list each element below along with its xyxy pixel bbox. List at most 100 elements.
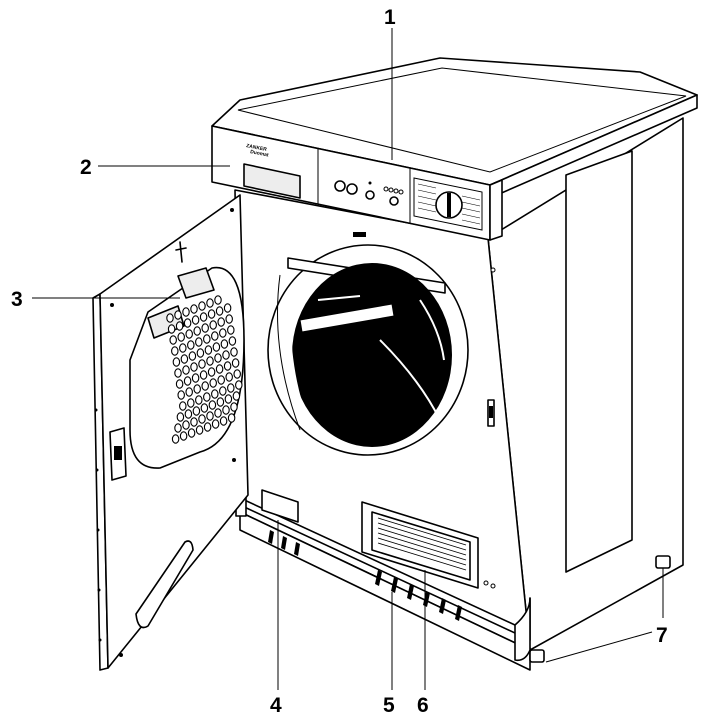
filter-hole <box>204 345 213 355</box>
filter-hole <box>187 340 195 350</box>
filter-hole <box>171 434 180 444</box>
filter-hole <box>175 379 184 389</box>
filter-hole <box>198 414 206 424</box>
filter-hole <box>231 358 240 368</box>
filter-hole <box>190 362 198 372</box>
filter-hole <box>179 343 187 353</box>
filter-hole <box>227 413 236 423</box>
callout-4: 4 <box>270 694 282 717</box>
filter-hole <box>195 425 204 435</box>
indicator-light-1 <box>368 181 372 185</box>
filter-hole <box>196 348 205 358</box>
rating-plate <box>261 489 299 523</box>
filter-hole <box>211 419 220 429</box>
filter-hole <box>208 400 217 410</box>
fluff-filter-tab-1[interactable] <box>177 267 215 299</box>
filter-hole <box>215 306 224 316</box>
filter-hole <box>176 412 185 422</box>
filter-hole <box>207 367 216 377</box>
filter-hole <box>182 420 190 430</box>
filter-hole <box>171 346 179 356</box>
brand-name: ZANKER <box>246 143 268 153</box>
filter-hole <box>174 423 182 433</box>
filter-hole <box>187 428 196 438</box>
filter-hole <box>167 324 176 334</box>
filter-hole <box>183 376 192 386</box>
filter-hole <box>174 368 182 378</box>
filter-hole <box>217 375 225 385</box>
grille-slats <box>377 517 467 571</box>
plinth-front <box>239 511 531 671</box>
filter-hole <box>193 384 201 394</box>
filter-hole <box>203 392 211 402</box>
filter-hole <box>228 336 237 346</box>
filter-hole <box>214 295 222 305</box>
control-button-2[interactable] <box>346 183 358 195</box>
filter-hole <box>182 365 190 375</box>
filter-hole <box>220 339 229 349</box>
filter-hole <box>206 356 214 366</box>
filter-hole <box>212 342 221 352</box>
filter-hole <box>192 406 201 416</box>
front-badge <box>353 232 366 237</box>
filter-hole <box>179 401 187 411</box>
filter-hole <box>224 394 233 404</box>
filter-hole <box>195 395 203 405</box>
control-button-3[interactable] <box>365 190 375 200</box>
control-button-4[interactable] <box>389 196 399 206</box>
filter-hole <box>207 309 216 319</box>
drum-baffle <box>299 303 395 333</box>
filter-hole <box>169 335 177 345</box>
filter-hole <box>227 383 235 393</box>
filter-hole <box>203 422 212 432</box>
foot-rear <box>655 555 671 569</box>
leader-7 <box>545 631 653 663</box>
filter-hole <box>191 315 200 325</box>
filter-hole <box>209 320 217 330</box>
filter-hole <box>174 310 182 320</box>
program-label-lines <box>417 183 481 225</box>
door-handle-recess <box>135 540 194 629</box>
side-recess <box>565 150 633 573</box>
filter-hole <box>206 298 214 308</box>
filter-hole <box>172 357 181 367</box>
door-screws <box>94 208 236 657</box>
filter-hole <box>222 350 230 360</box>
filter-hole <box>225 314 233 324</box>
drum-gasket-edge <box>277 274 301 431</box>
plinth-vents-left <box>268 530 300 556</box>
filter-hole <box>187 398 195 408</box>
filter-hole <box>217 317 225 327</box>
control-button-1[interactable] <box>334 180 346 192</box>
filter-hole <box>219 386 227 396</box>
callout-1: 1 <box>384 6 396 29</box>
drum-interior <box>292 263 452 447</box>
filter-hole <box>201 323 209 333</box>
filter-hole <box>219 328 227 338</box>
door <box>92 194 249 671</box>
callout-7: 7 <box>656 624 668 647</box>
callout-labels: 1 2 3 4 5 6 7 <box>11 6 668 717</box>
filter-hole <box>193 326 201 336</box>
filter-hole <box>233 369 241 379</box>
filter-hole <box>225 372 233 382</box>
display-window <box>243 163 301 199</box>
filter-hole <box>232 391 241 401</box>
door-hook <box>175 241 187 263</box>
filter-hole <box>223 303 232 313</box>
filter-perforations <box>166 295 243 444</box>
plinth <box>228 476 531 671</box>
filter-hole <box>177 390 185 400</box>
callout-5: 5 <box>383 694 395 717</box>
filter-hole <box>188 351 197 361</box>
door-latch <box>114 446 122 460</box>
filter-hole <box>166 313 174 323</box>
filter-hole <box>175 321 184 331</box>
filter-hole <box>211 389 219 399</box>
filter-hole <box>222 405 230 415</box>
filter-hole <box>185 329 193 339</box>
filter-hole <box>185 387 193 397</box>
filter-hole <box>190 304 198 314</box>
leader-lines <box>32 28 664 690</box>
